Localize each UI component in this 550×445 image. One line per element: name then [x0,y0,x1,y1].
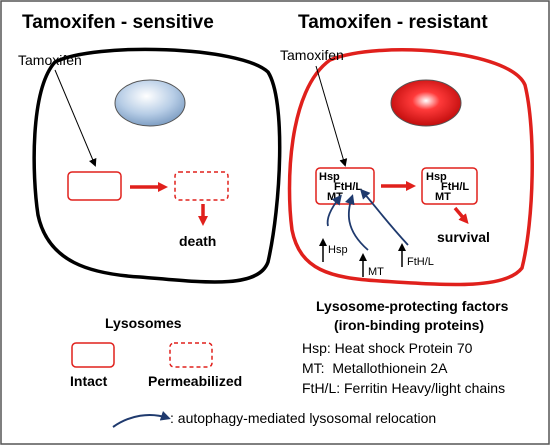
relocating-factor: FtH/L [407,256,434,268]
resistant-drug-arrow [315,65,348,167]
survival-arrow [453,206,469,225]
lyso-left-factor: FtH/L [334,181,362,193]
relocating-factor: MT [368,266,384,278]
autophagy-arrow-hsp [326,194,342,227]
factor-definition: FtH/L: Ferritin Heavy/light chains [302,380,505,396]
factors-title: Lysosome-protecting factors [316,298,509,314]
sensitive-lysosome-permeabilized [174,171,229,201]
lyso-right-factor: MT [435,191,451,203]
resistant-cell [287,48,534,287]
factor-definition: Hsp: Heat shock Protein 70 [302,340,473,356]
resistant-outcome: survival [437,229,490,245]
relocating-factor: Hsp [328,244,348,256]
factor-definition: MT: Metallothionein 2A [302,360,448,376]
legend-intact-swatch [71,342,115,368]
sensitive-drug-label: Tamoxifen [18,52,82,68]
autophagy-arrow-fth [359,188,409,246]
sensitive-drug-arrow [54,69,97,167]
factors-subtitle: (iron-binding proteins) [334,317,484,333]
resistant-nucleus [390,79,462,127]
sensitive-cell [32,47,282,284]
legend-autophagy-arrow [112,411,171,428]
legend-intact-label: Intact [70,373,108,389]
lyso-right-factor: Hsp [426,171,447,183]
lyso-left-factor: MT [327,191,343,203]
resistant-drug-label: Tamoxifen [280,47,344,63]
autophagy-arrow-mt [345,194,369,251]
lyso-left-factor: Hsp [319,171,340,183]
resistant-lysosome-left [315,167,375,205]
lyso-right-factor: FtH/L [441,181,469,193]
sensitive-title: Tamoxifen - sensitive [22,12,214,33]
legend-permeabilized-label: Permeabilized [148,373,242,389]
legend-arrow-caption: : autophagy-mediated lysosomal relocatio… [170,410,436,426]
sensitive-nucleus [114,79,186,127]
resistant-title: Tamoxifen - resistant [298,12,488,33]
legend-permeabilized-swatch [169,342,213,368]
sensitive-outcome: death [179,233,216,249]
legend-title: Lysosomes [105,315,182,331]
resistant-lysosome-right [421,167,478,205]
sensitive-lysosome-intact [67,171,122,201]
